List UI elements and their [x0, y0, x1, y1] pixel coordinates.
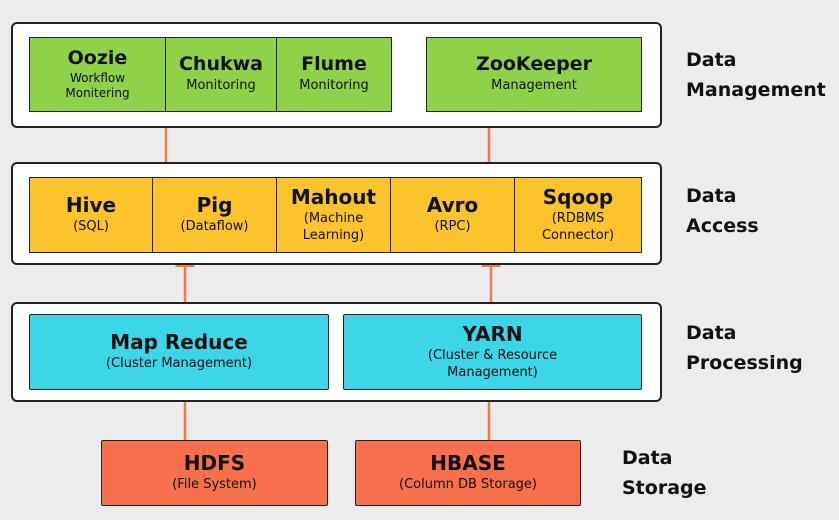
box-pig-sub: (Dataflow) [180, 219, 249, 235]
label-data-access: Data Access [686, 181, 759, 241]
box-flume: Flume Monitoring [276, 37, 392, 112]
label-data-access-line1: Data [686, 185, 737, 207]
box-avro-title: Avro [426, 193, 479, 218]
label-data-management-line1: Data [686, 49, 737, 71]
box-sqoop-title: Sqoop [542, 184, 614, 209]
box-hbase: HBASE (Column DB Storage) [355, 440, 581, 506]
box-flume-sub: Monitoring [299, 78, 369, 93]
box-hive-title: Hive [65, 193, 117, 218]
box-oozie-sub-1: Workflow [69, 70, 126, 85]
label-data-processing-line2: Processing [686, 352, 803, 374]
label-data-management-line2: Management [686, 79, 826, 101]
box-mahout-title: Mahout [290, 184, 377, 209]
box-hdfs: HDFS (File System) [101, 440, 328, 506]
label-data-storage: Data Storage [622, 443, 707, 503]
box-map-reduce-sub: (Cluster Management) [105, 356, 253, 372]
box-pig: Pig (Dataflow) [152, 177, 277, 253]
label-data-processing: Data Processing [686, 318, 803, 378]
box-zookeeper: ZooKeeper Management [426, 37, 642, 112]
box-mahout-sub-2: Learning) [302, 227, 365, 243]
box-yarn-sub-1: (Cluster & Resource [427, 347, 558, 363]
box-avro: Avro (RPC) [390, 177, 515, 253]
box-zookeeper-sub: Management [491, 78, 577, 93]
box-hive: Hive (SQL) [29, 177, 153, 253]
box-yarn: YARN (Cluster & Resource Management) [343, 314, 642, 390]
label-data-storage-line2: Storage [622, 477, 707, 499]
box-zookeeper-title: ZooKeeper [476, 53, 592, 76]
box-hdfs-sub: (File System) [172, 477, 257, 493]
box-chukwa-sub: Monitoring [186, 78, 256, 93]
box-map-reduce-title: Map Reduce [110, 330, 248, 355]
label-data-access-line2: Access [686, 215, 759, 237]
box-oozie-title: Oozie [67, 47, 128, 70]
box-mahout-sub-1: (Machine [303, 210, 364, 226]
box-pig-title: Pig [196, 193, 233, 218]
box-sqoop-sub-2: Connector) [541, 227, 615, 243]
box-oozie: Oozie Workflow Monitering [29, 37, 166, 112]
box-mahout: Mahout (Machine Learning) [276, 177, 391, 253]
box-avro-sub: (RPC) [434, 219, 471, 235]
box-hbase-sub: (Column DB Storage) [399, 477, 537, 493]
box-map-reduce: Map Reduce (Cluster Management) [29, 314, 329, 390]
box-hdfs-title: HDFS [183, 451, 246, 476]
label-data-storage-line1: Data [622, 447, 673, 469]
box-flume-title: Flume [301, 53, 367, 76]
box-oozie-sub-2: Monitering [65, 85, 130, 100]
box-hbase-title: HBASE [430, 451, 506, 476]
box-sqoop-sub-1: (RDBMS [551, 210, 605, 226]
box-yarn-title: YARN [462, 321, 523, 346]
box-chukwa-title: Chukwa [178, 53, 263, 76]
box-hive-sub: (SQL) [73, 219, 109, 235]
box-sqoop: Sqoop (RDBMS Connector) [514, 177, 642, 253]
box-chukwa: Chukwa Monitoring [165, 37, 277, 112]
label-data-processing-line1: Data [686, 322, 737, 344]
label-data-management: Data Management [686, 45, 826, 105]
box-yarn-sub-2: Management) [447, 364, 538, 380]
